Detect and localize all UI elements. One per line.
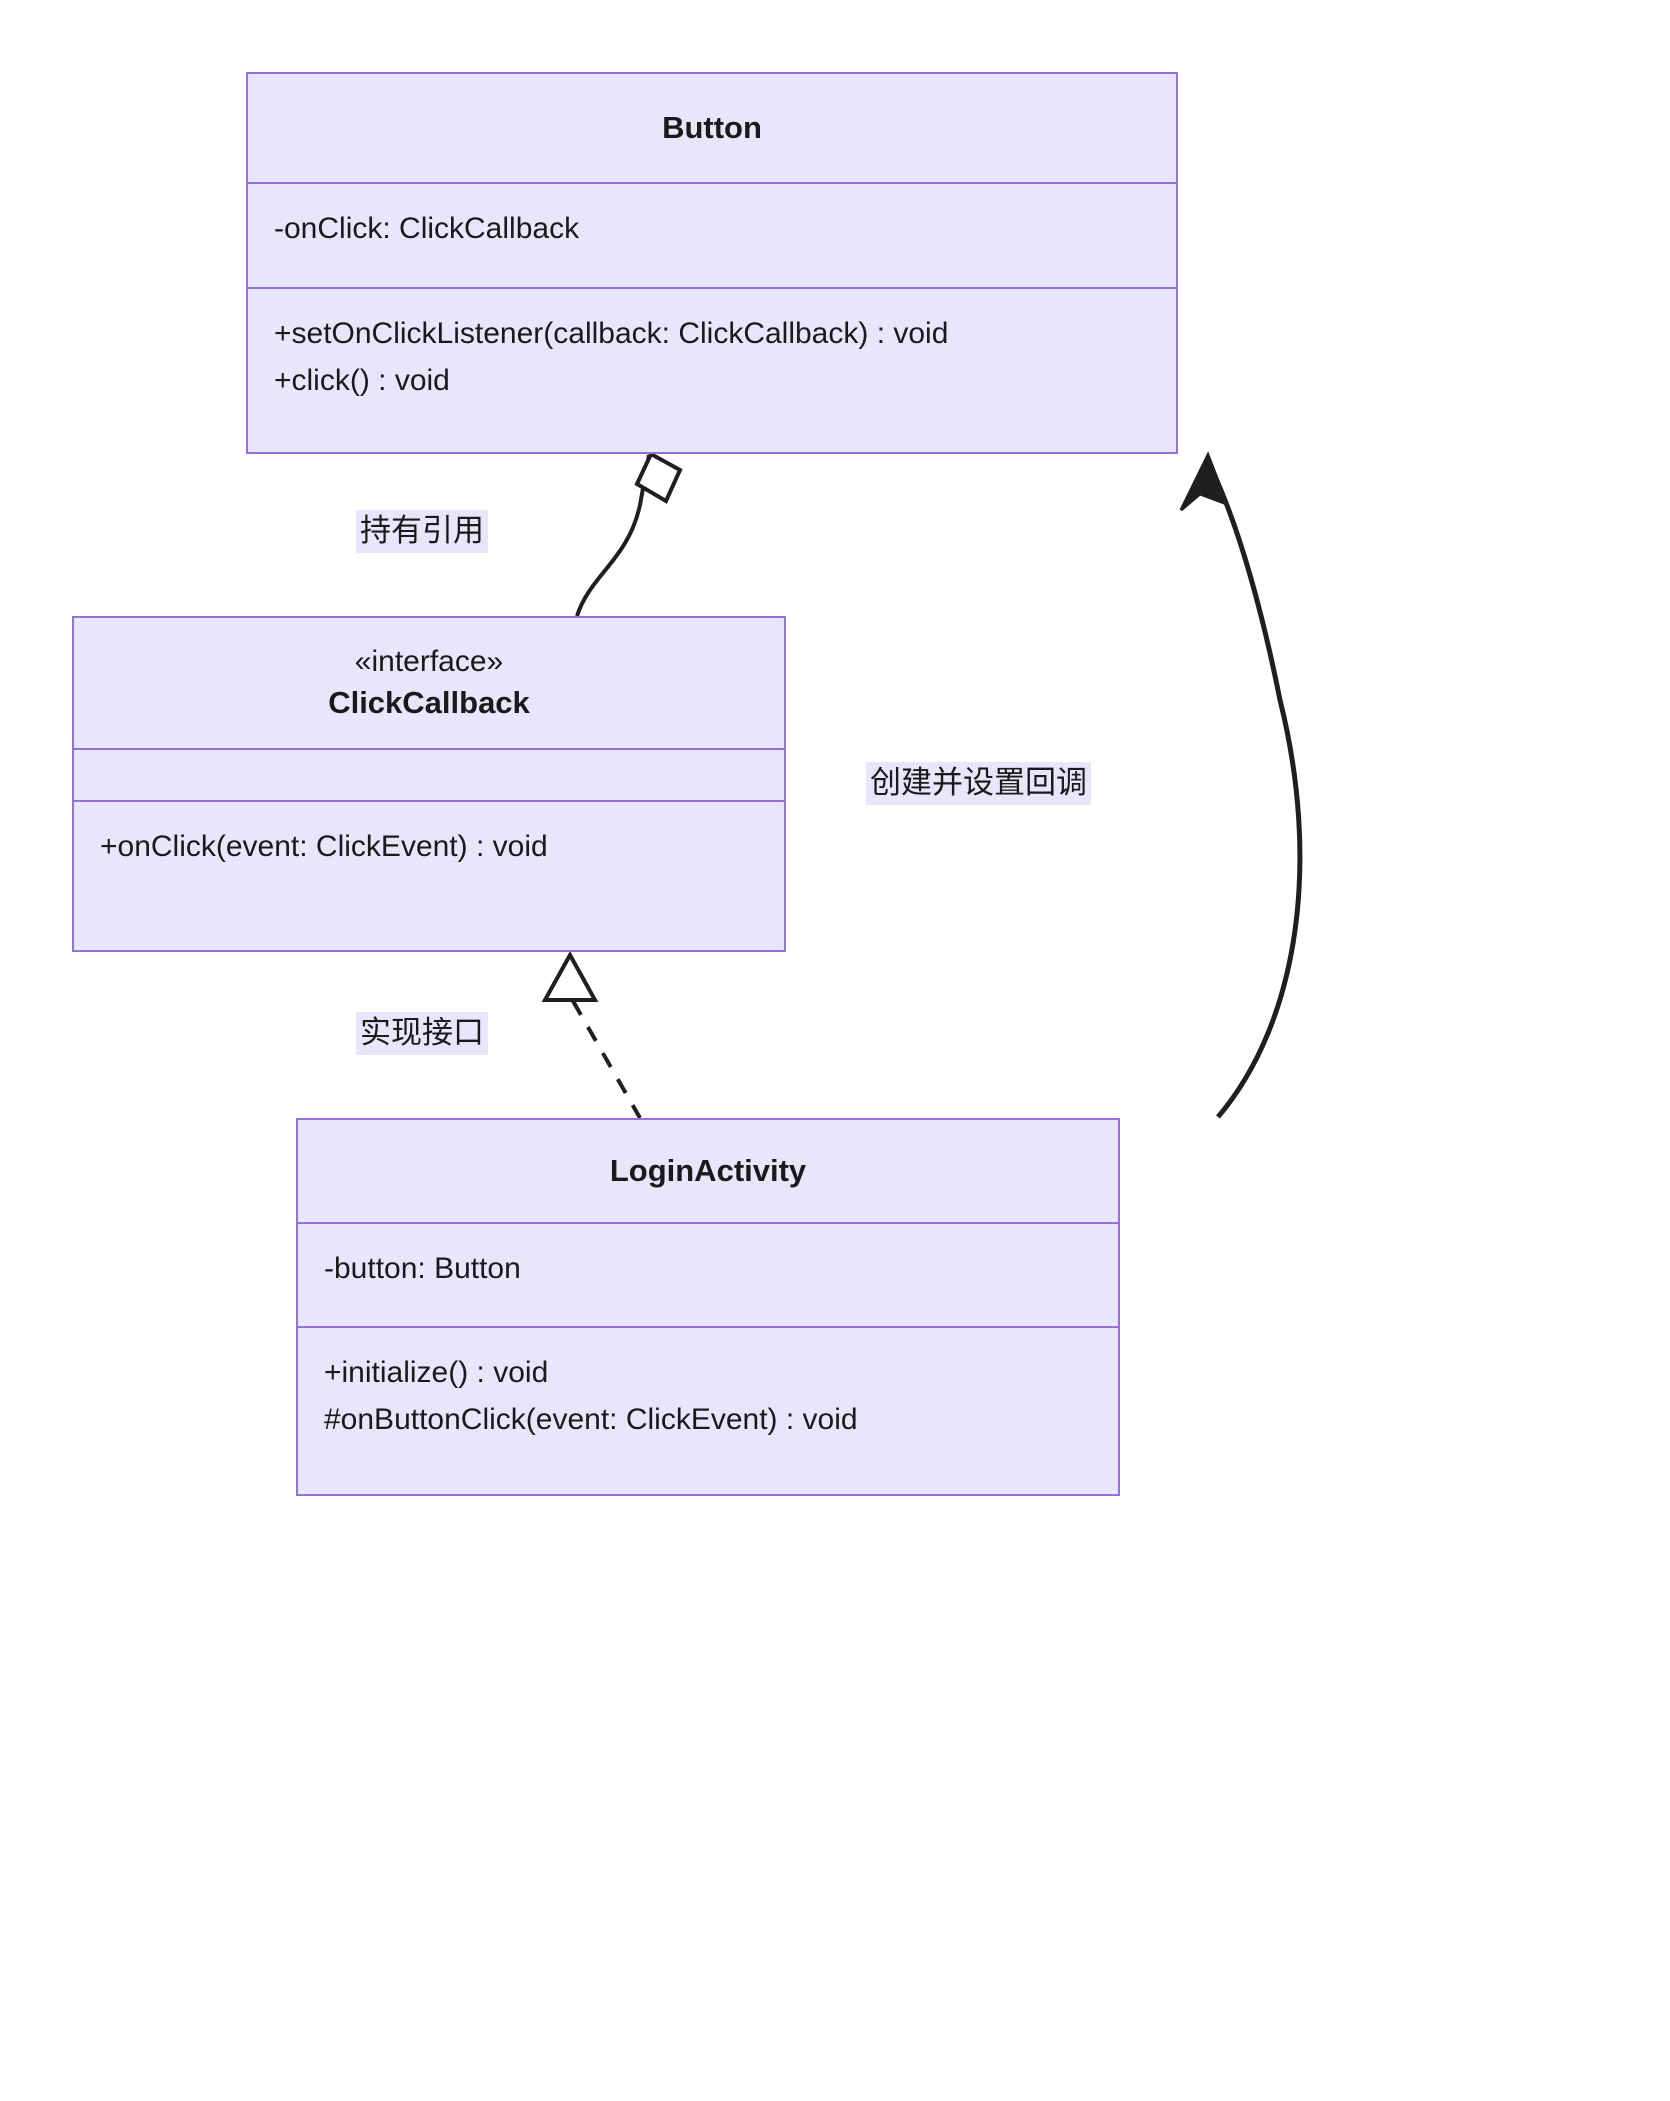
class-name-clickcallback: ClickCallback — [328, 685, 530, 721]
class-methods-loginactivity: +initialize() : void #onButtonClick(even… — [298, 1328, 1118, 1494]
edge-implements — [541, 950, 642, 1119]
edge-label-holds-reference: 持有引用 — [356, 510, 488, 553]
method-line: +click() : void — [274, 363, 450, 397]
class-title-loginactivity: LoginActivity — [298, 1120, 1118, 1224]
attribute-line: -button: Button — [324, 1252, 521, 1285]
class-title-clickcallback: «interface» ClickCallback — [74, 618, 784, 750]
method-line: #onButtonClick(event: ClickEvent) : void — [324, 1402, 858, 1436]
class-attributes-loginactivity: -button: Button — [298, 1224, 1118, 1328]
class-box-clickcallback[interactable]: «interface» ClickCallback +onClick(event… — [72, 616, 786, 952]
method-line: +onClick(event: ClickEvent) : void — [100, 830, 548, 863]
method-line: +setOnClickListener(callback: ClickCallb… — [274, 317, 949, 350]
aggregation-diamond-icon — [634, 451, 683, 504]
class-attributes-button: -onClick: ClickCallback — [248, 184, 1176, 289]
edge-create-and-set-callback — [1179, 451, 1303, 1119]
edge-holds-reference — [575, 451, 683, 617]
class-stereotype-clickcallback: «interface» — [354, 644, 504, 678]
class-name-loginactivity: LoginActivity — [609, 1153, 807, 1189]
attribute-line: -onClick: ClickCallback — [274, 212, 580, 245]
edge-label-implements: 实现接口 — [356, 1012, 488, 1055]
class-name-button: Button — [662, 110, 762, 146]
class-attributes-clickcallback — [74, 750, 784, 802]
method-line: +initialize() : void — [324, 1356, 549, 1389]
class-methods-button: +setOnClickListener(callback: ClickCallb… — [248, 289, 1176, 452]
association-arrowhead-icon — [1179, 451, 1230, 512]
class-box-loginactivity[interactable]: LoginActivity -button: Button +initializ… — [296, 1118, 1120, 1496]
class-box-button[interactable]: Button -onClick: ClickCallback +setOnCli… — [246, 72, 1178, 454]
realization-triangle-icon — [541, 950, 599, 1002]
class-methods-clickcallback: +onClick(event: ClickEvent) : void — [74, 802, 784, 950]
edge-label-create-and-set-callback: 创建并设置回调 — [866, 762, 1091, 805]
class-title-button: Button — [248, 74, 1176, 184]
